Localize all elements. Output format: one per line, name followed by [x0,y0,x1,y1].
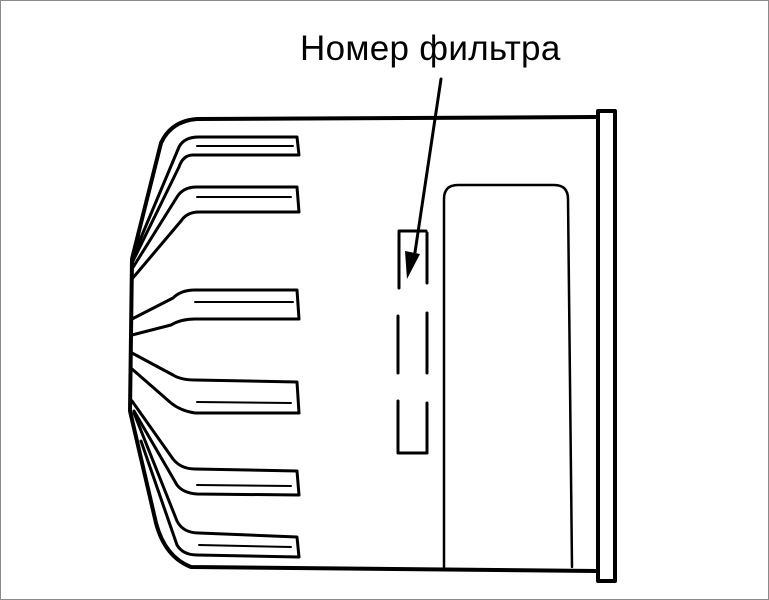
mounting-flange [596,109,617,583]
callout-arrowhead [405,251,420,279]
filter-number-area [396,229,429,455]
filter-ribs [130,135,301,559]
callout-arrow-line [412,77,443,261]
label-panel [442,183,574,569]
filter-number-label: Номер фильтра [300,29,561,68]
